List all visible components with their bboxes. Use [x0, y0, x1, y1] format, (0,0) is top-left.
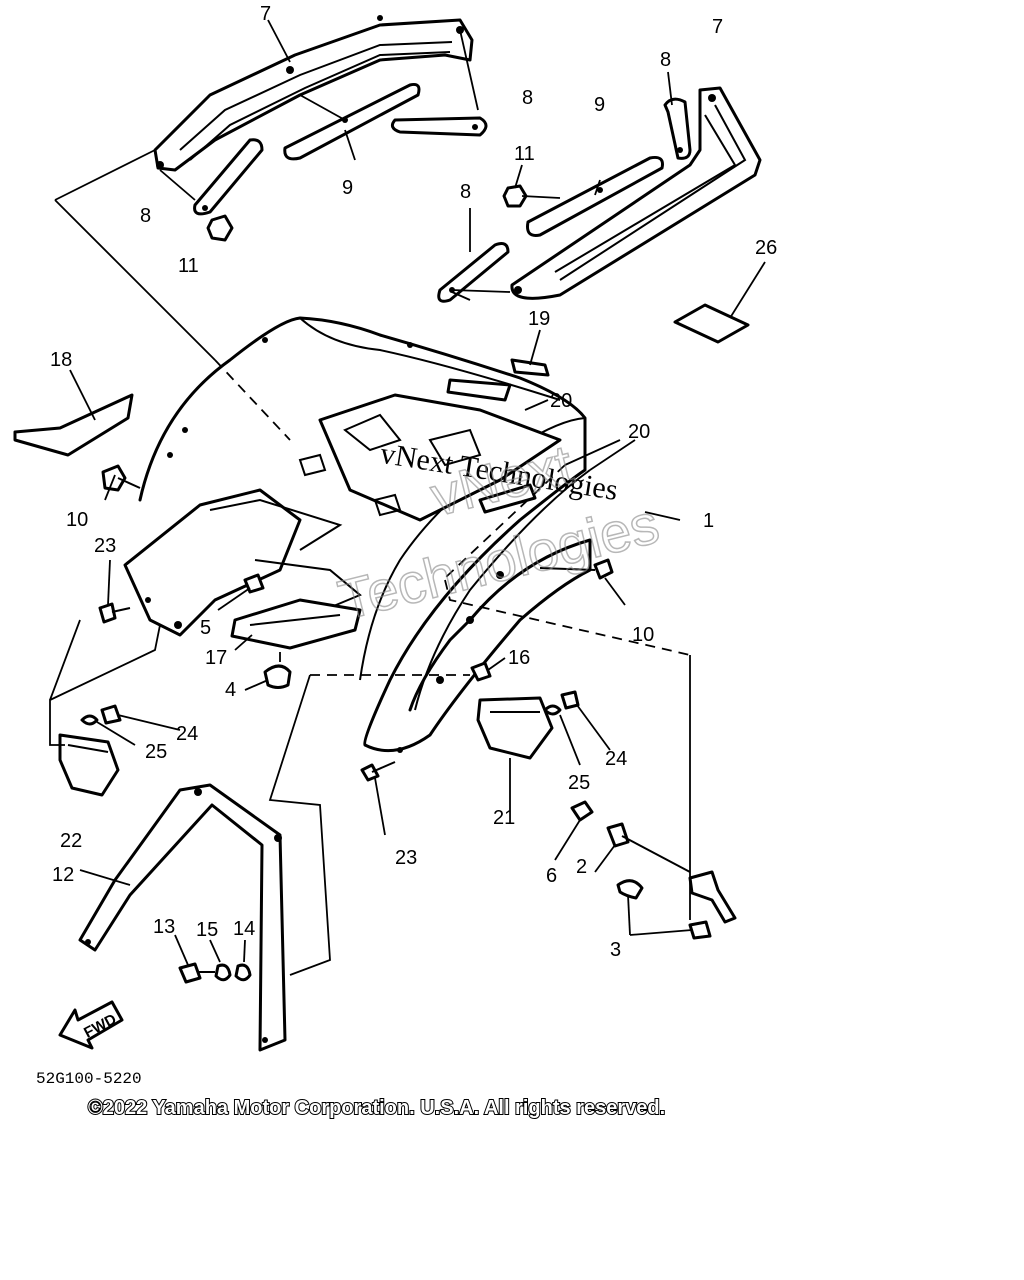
mudflap-21	[476, 696, 554, 760]
callout-7-left: 7	[260, 3, 271, 25]
callout-25-right: 25	[568, 772, 590, 794]
bolt-23-right	[360, 763, 380, 782]
plate-8-right-bottom	[437, 242, 510, 303]
callout-1: 1	[703, 510, 714, 532]
washer-15	[214, 963, 232, 982]
washer-14	[234, 963, 252, 982]
callout-25-left: 25	[145, 741, 167, 763]
washer-25-left	[80, 714, 99, 726]
diagram-code: 52G100-5220	[36, 1070, 142, 1088]
nut-24-right	[560, 690, 580, 710]
bolt-13	[178, 962, 202, 984]
carrier-rack-right	[510, 86, 762, 300]
callout-20-top: 20	[550, 390, 572, 412]
plate-8-top	[390, 116, 488, 137]
callout-8-top: 8	[522, 87, 533, 109]
mudflap-22	[58, 733, 120, 797]
callout-10-right: 10	[632, 624, 654, 646]
left-carrier-group	[153, 15, 488, 242]
right-carrier-group	[437, 86, 762, 303]
callout-10-left: 10	[66, 509, 88, 531]
nut-11-right	[502, 184, 528, 208]
callout-23-left: 23	[94, 535, 116, 557]
callout-11-right: 11	[514, 143, 535, 165]
clamp-3-right	[688, 870, 737, 924]
callout-21: 21	[493, 807, 515, 829]
callout-8-right-bottom: 8	[460, 181, 471, 203]
decal-18	[13, 393, 134, 457]
spring-6	[570, 800, 594, 822]
clamp-3-lower	[688, 920, 712, 940]
grommet-4	[263, 664, 292, 689]
bolt-10-right	[593, 558, 614, 580]
callout-8-left: 8	[140, 205, 151, 227]
decal-20-side	[478, 483, 537, 514]
callout-22: 22	[60, 830, 82, 852]
callout-24-left: 24	[176, 723, 198, 745]
callout-7-right: 7	[712, 16, 723, 38]
callout-6: 6	[546, 865, 557, 887]
callout-9-left: 9	[342, 177, 353, 199]
callout-15: 15	[196, 919, 218, 941]
washer-25-right	[543, 704, 562, 716]
callout-20-side: 20	[628, 421, 650, 443]
clamp-3-left	[616, 879, 644, 900]
callout-26: 26	[755, 237, 777, 259]
nut-24-left	[100, 704, 122, 725]
decal-20-top	[446, 378, 512, 402]
plate-9-left	[283, 83, 421, 161]
callout-24-right: 24	[605, 748, 627, 770]
callout-16: 16	[508, 647, 530, 669]
callout-2: 2	[576, 856, 587, 878]
callout-8-right-top: 8	[660, 49, 671, 71]
callout-4: 4	[225, 679, 236, 701]
callout-5: 5	[200, 617, 211, 639]
callout-13: 13	[153, 916, 175, 938]
fwd-arrow: FWD	[58, 1000, 124, 1050]
plate-9-right	[526, 156, 664, 237]
decal-17	[230, 598, 362, 650]
callout-3: 3	[610, 939, 621, 961]
callout-14: 14	[233, 918, 255, 940]
label-26	[673, 303, 750, 344]
callout-19: 19	[528, 308, 550, 330]
nut-11-left	[206, 214, 234, 242]
fwd-arrow-icon	[58, 1000, 124, 1050]
clip-2	[606, 822, 630, 848]
copyright-notice: ©2022 Yamaha Motor Corporation. U.S.A. A…	[88, 1097, 665, 1119]
callouts: 7 7 8 8 8 8 9 9 11 11 26 18 19 20 20 1 1…	[50, 3, 777, 961]
stay-12	[78, 783, 287, 1052]
carrier-rack-left	[153, 18, 474, 172]
decal-19	[510, 358, 550, 377]
stay-group	[78, 783, 287, 1052]
plate-8-left	[193, 138, 264, 216]
callout-11-left: 11	[178, 255, 199, 277]
callout-9-right: 9	[594, 94, 605, 116]
callout-18: 18	[50, 349, 72, 371]
leader-lines	[49, 71, 693, 976]
callout-23-right: 23	[395, 847, 417, 869]
bolt-23-left	[98, 602, 117, 624]
callout-12: 12	[52, 864, 74, 886]
nut-16	[470, 661, 492, 682]
callout-17: 17	[205, 647, 227, 669]
